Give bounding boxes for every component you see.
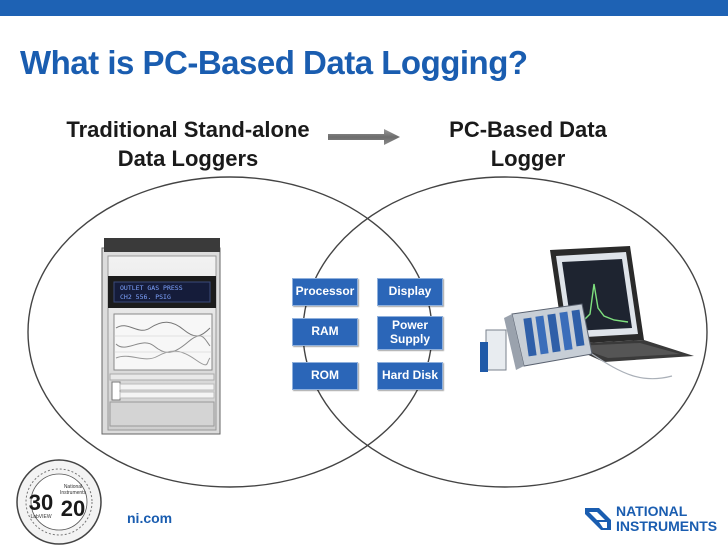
website-link[interactable]: ni.com — [127, 510, 173, 526]
rom-chip: ROM — [292, 362, 358, 390]
pc-logger-label-line2: Logger — [490, 145, 566, 171]
ni-logo-text: NATIONAL INSTRUMENTS — [616, 504, 717, 533]
badge-years: 30 — [29, 490, 53, 515]
power-supply-line2: Supply — [389, 332, 430, 346]
badge-years2: 20 — [61, 496, 85, 521]
national-instruments-logo: NATIONAL INSTRUMENTS — [583, 504, 717, 534]
slide-title: What is PC-Based Data Logging? — [20, 44, 528, 81]
recorder-display-line1: OUTLET GAS PRESS — [120, 284, 183, 292]
power-supply-chip-text: Power Supply — [389, 318, 430, 347]
traditional-logger-label-line2: Data Loggers — [117, 145, 259, 171]
ram-chip: RAM — [292, 318, 358, 346]
ni-logo-line2: INSTRUMENTS — [616, 518, 718, 534]
recorder-display-line2: CH2 556. PSIG — [120, 293, 171, 301]
power-supply-chip: Power Supply — [377, 316, 443, 350]
pc-logger-label: PC-Based Data Logger — [418, 116, 638, 173]
processor-chip: Processor — [292, 278, 358, 306]
display-chip: Display — [377, 278, 443, 306]
pc-daq-system — [480, 246, 694, 380]
traditional-logger-circle — [27, 176, 433, 488]
pc-logger-label-line1: PC-Based Data — [449, 117, 607, 142]
badge-brand-line2: Instruments — [60, 490, 87, 496]
transition-arrow-icon — [328, 129, 400, 145]
anniversary-badge: 30 20 National Instruments LabVIEW — [16, 459, 102, 545]
eagle-logo-icon — [585, 508, 611, 530]
traditional-logger-label-line1: Traditional Stand-alone — [66, 117, 310, 142]
daq-chassis-icon — [480, 303, 593, 372]
badge-labview: LabVIEW — [30, 514, 51, 520]
chart-recorder-device: OUTLET GAS PRESS CH2 556. PSIG — [101, 238, 221, 435]
traditional-logger-label: Traditional Stand-alone Data Loggers — [38, 116, 338, 173]
ni-logo-line1: NATIONAL — [616, 503, 688, 520]
power-supply-line1: Power — [391, 318, 428, 333]
hard-disk-chip: Hard Disk — [377, 362, 443, 390]
top-bar — [0, 0, 728, 16]
badge-brand-line1: National — [64, 484, 82, 490]
